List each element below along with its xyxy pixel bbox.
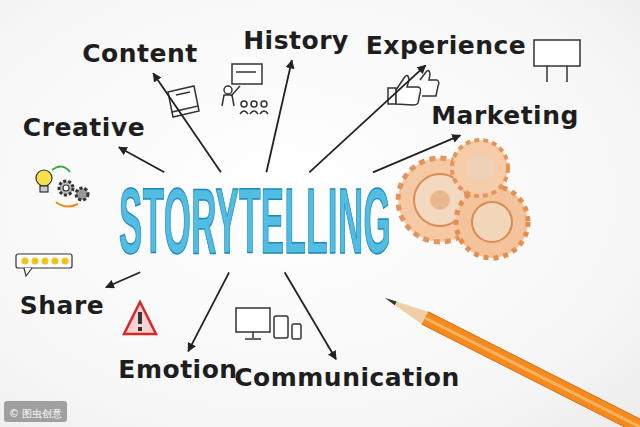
word-text: Content	[82, 40, 197, 68]
devices-icon	[236, 308, 301, 339]
word-text: Communication	[234, 364, 459, 392]
word-text: Creative	[23, 114, 145, 142]
idea-gears-icon	[36, 166, 88, 206]
pencil-shavings	[398, 140, 528, 258]
topic-word: Emotion	[118, 356, 238, 384]
arrow-connector	[153, 73, 221, 172]
billboard-icon	[534, 40, 580, 82]
topic-word: Creative	[23, 114, 146, 142]
arrow-connector	[285, 272, 336, 359]
topic-word: Content	[82, 40, 198, 68]
arrow-connector	[309, 65, 425, 172]
topic-word: Communication	[234, 364, 460, 392]
arrow-connector	[266, 60, 292, 172]
arrow-connector	[188, 272, 229, 351]
presentation-icon	[222, 64, 268, 114]
word-text: Emotion	[118, 356, 237, 384]
topic-word: Share	[20, 292, 105, 320]
word-text: History	[243, 27, 349, 55]
warning-icon	[124, 302, 156, 334]
central-title: STORYTELLING	[119, 178, 391, 266]
rating-icon	[16, 254, 72, 276]
watermark: © 图虫创意	[9, 408, 62, 419]
title-text: STORYTELLING	[119, 178, 391, 265]
topic-word: Experience	[366, 32, 527, 60]
arrow-connector	[373, 135, 460, 172]
word-text: Marketing	[431, 102, 579, 130]
watermark-box: © 图虫创意	[4, 401, 67, 422]
word-text: Experience	[366, 32, 526, 60]
topic-word: History	[243, 27, 349, 55]
word-text: Share	[20, 292, 104, 320]
pencil	[385, 298, 640, 427]
arrow-connector	[106, 272, 140, 287]
arrow-connector	[119, 147, 165, 172]
topic-word: Marketing	[431, 102, 579, 130]
